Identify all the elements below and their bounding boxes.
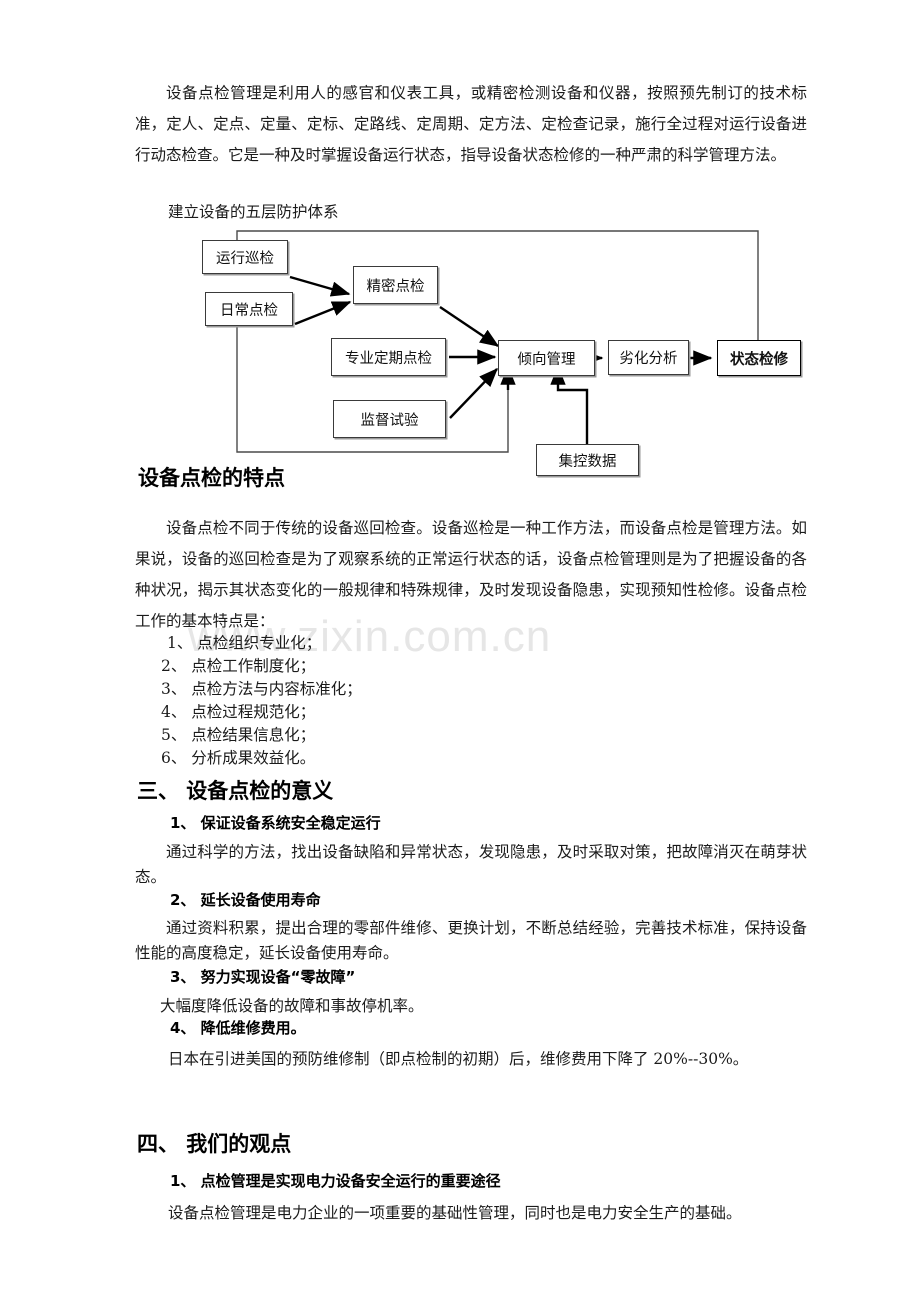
meaning-4-body: 日本在引进美国的预防维修制（即点检制的初期）后，维修费用下降了 20%--30%… bbox=[168, 1050, 749, 1068]
diagram-connectors bbox=[236, 230, 759, 453]
view-heading: 四、 我们的观点 bbox=[137, 1132, 292, 1156]
diagram-box-centralized-data: 集控数据 bbox=[536, 444, 639, 476]
meaning-item-heading: 1、 保证设备系统安全稳定运行 bbox=[170, 814, 381, 832]
intro-paragraph: 设备点检管理是利用人的感官和仪表工具，或精密检测设备和仪器，按照预先制订的技术标… bbox=[135, 84, 807, 164]
diagram-box-professional-periodic: 专业定期点检 bbox=[331, 338, 446, 376]
list-item: 1、 点检组织专业化； bbox=[167, 634, 322, 652]
diagram-box-precision-inspection: 精密点检 bbox=[353, 266, 438, 304]
features-heading: 设备点检的特点 bbox=[138, 466, 285, 490]
meaning-3-body: 大幅度降低设备的故障和事故停机率。 bbox=[160, 997, 424, 1015]
diagram-box-operation-patrol: 运行巡检 bbox=[202, 240, 288, 274]
list-item: 4、 点检过程规范化； bbox=[161, 703, 316, 721]
diagram-box-supervision-test: 监督试验 bbox=[333, 400, 446, 438]
meaning-item-heading: 4、 降低维修费用。 bbox=[170, 1019, 306, 1037]
list-item: 3、 点检方法与内容标准化； bbox=[161, 680, 362, 698]
list-item: 2、 点检工作制度化； bbox=[161, 657, 316, 675]
meaning-item-heading: 2、 延长设备使用寿命 bbox=[170, 891, 321, 909]
features-body: 设备点检不同于传统的设备巡回检查。设备巡检是一种工作方法，而设备点检是管理方法。… bbox=[135, 519, 807, 630]
meaning-1-body: 通过科学的方法，找出设备缺陷和异常状态，发现隐患，及时采取对策，把故障消灭在萌芽… bbox=[135, 843, 807, 886]
meaning-heading: 三、 设备点检的意义 bbox=[137, 779, 334, 803]
five-layer-protection-diagram: 运行巡检 日常点检 精密点检 专业定期点检 监督试验 倾向管理 劣化分析 状态检… bbox=[150, 215, 830, 490]
view-item-heading: 1、 点检管理是实现电力设备安全运行的重要途径 bbox=[170, 1172, 501, 1190]
diagram-box-daily-inspection: 日常点检 bbox=[205, 292, 293, 326]
diagram-box-degradation-analysis: 劣化分析 bbox=[608, 340, 689, 375]
diagram-caption: 建立设备的五层防护体系 bbox=[168, 203, 339, 221]
view-1-body: 设备点检管理是电力企业的一项重要的基础性管理，同时也是电力安全生产的基础。 bbox=[168, 1204, 742, 1222]
diagram-box-condition-maintenance: 状态检修 bbox=[717, 340, 801, 376]
watermark: www.zixin.com.cn bbox=[188, 612, 552, 661]
meaning-2-body: 通过资料积累，提出合理的零部件维修、更换计划，不断总结经验，完善技术标准，保持设… bbox=[135, 919, 807, 962]
list-item: 6、 分析成果效益化。 bbox=[161, 749, 316, 767]
list-item: 5、 点检结果信息化； bbox=[161, 726, 316, 744]
diagram-box-trend-management: 倾向管理 bbox=[498, 340, 595, 376]
meaning-item-heading: 3、 努力实现设备“零故障” bbox=[170, 968, 356, 986]
